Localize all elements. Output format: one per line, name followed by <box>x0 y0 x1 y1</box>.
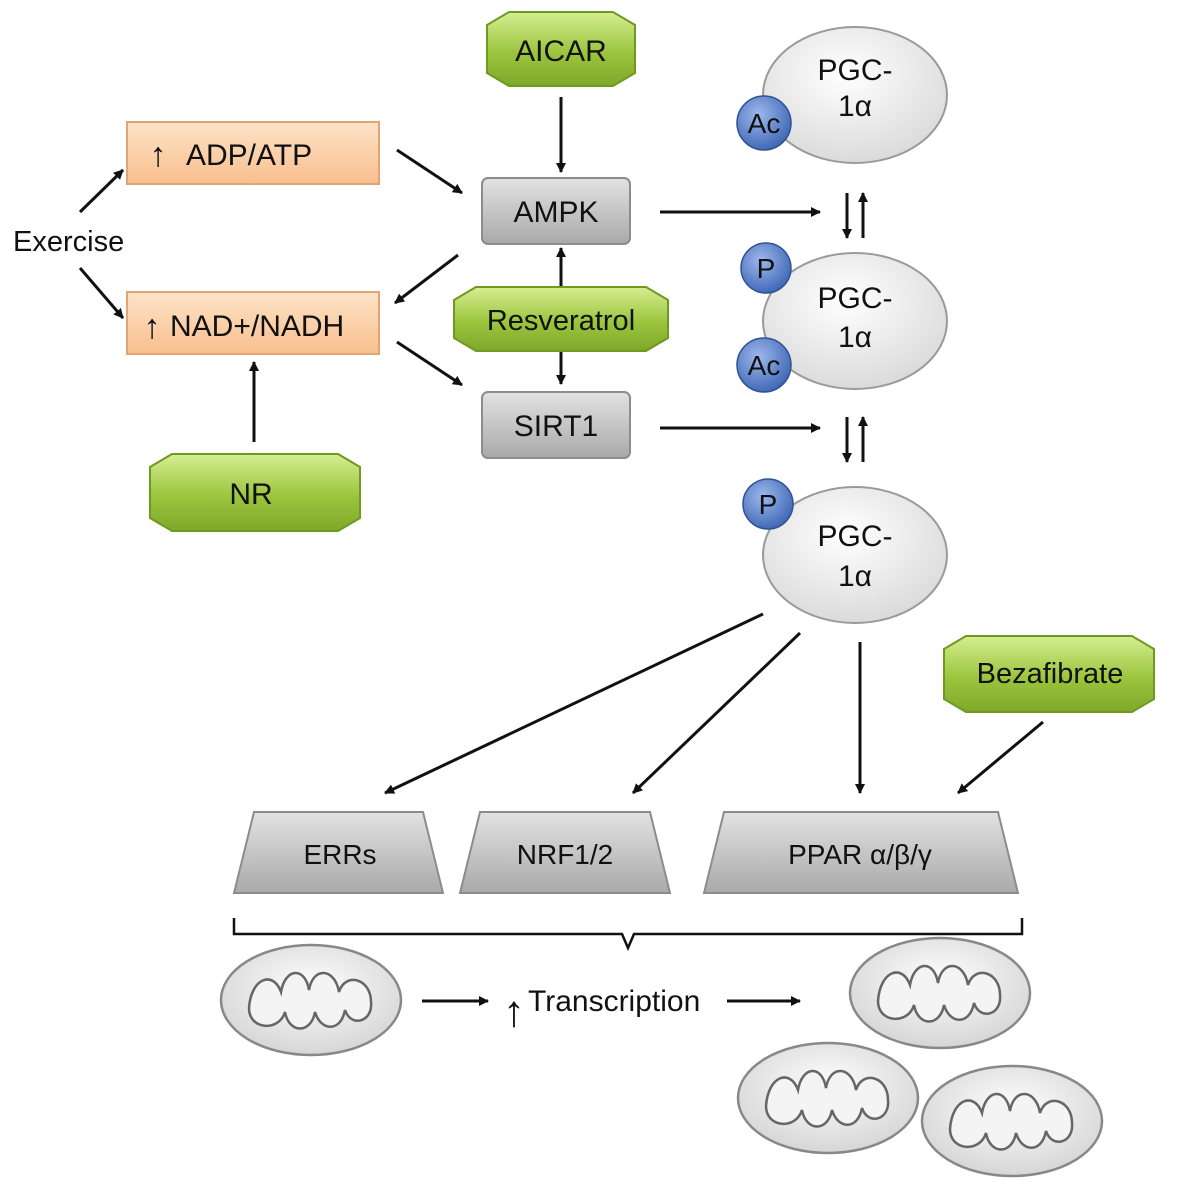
arrow-nad-to-sirt1 <box>396 340 463 387</box>
acetyl-label: Ac <box>748 350 781 381</box>
phospho-label: P <box>759 489 778 520</box>
pgc-2-line1: PGC- <box>818 282 893 315</box>
pgc-1-line1: PGC- <box>818 54 893 87</box>
aicar-label: AICAR <box>515 35 607 68</box>
pgc-3-line2: 1α <box>838 560 872 593</box>
ratio-adp-atp: ↑ ADP/ATP <box>126 121 380 185</box>
resveratrol-label: Resveratrol <box>487 305 635 337</box>
phospho-badge <box>740 242 792 294</box>
arrow-pgc-to-nrf <box>631 631 802 795</box>
sirt1-label: SIRT1 <box>514 410 598 443</box>
transcription-up-arrow: ↑ <box>503 987 525 1036</box>
nad-nadh-label: NAD+/NADH <box>170 310 344 343</box>
acetyl-badge <box>736 337 792 393</box>
factor-errs: ERRs <box>232 811 445 894</box>
arrow-exercise-to-nad <box>78 267 125 319</box>
nad-nadh-up-arrow: ↑ <box>144 308 161 346</box>
nrf-label: NRF1/2 <box>517 839 613 870</box>
factor-nrf: NRF1/2 <box>458 811 672 894</box>
ratio-nad-nadh: ↑ NAD+/NADH <box>126 291 380 355</box>
errs-label: ERRs <box>303 839 376 870</box>
bezafibrate-label: Bezafibrate <box>977 658 1124 690</box>
arrow-exercise-to-adp <box>78 168 125 214</box>
pgc-state-acetylated: PGC- 1α Ac <box>736 26 948 164</box>
mitochondrion-before <box>219 943 403 1057</box>
compound-aicar: AICAR <box>486 11 636 87</box>
pgc-state-acetylated-phosphorylated: PGC- 1α P Ac <box>736 242 948 393</box>
compound-resveratrol: Resveratrol <box>453 286 669 352</box>
pgc-1-line2: 1α <box>838 90 872 123</box>
arrow-ampk-to-nad <box>394 253 459 305</box>
mitochondrion-after-2 <box>736 1041 920 1155</box>
arrows <box>78 97 1044 1006</box>
pgc-state-phosphorylated: PGC- 1α P <box>742 478 948 624</box>
arrow-pgc-to-errs <box>384 612 764 795</box>
acetyl-label: Ac <box>748 108 781 139</box>
nr-label: NR <box>229 478 272 511</box>
phospho-badge <box>742 478 794 530</box>
compound-bezafibrate: Bezafibrate <box>943 635 1155 713</box>
grouping-brace <box>232 918 1024 952</box>
ppar-label: PPAR α/β/γ <box>788 839 932 870</box>
arrow-adp-to-ampk <box>396 148 463 195</box>
enzyme-ampk: AMPK <box>481 177 631 245</box>
pgc-2-line2: 1α <box>838 321 872 354</box>
pgc-3-line1: PGC- <box>818 520 893 553</box>
ampk-label: AMPK <box>513 196 598 229</box>
adp-atp-label: ADP/ATP <box>186 139 312 172</box>
exercise-label: Exercise <box>13 226 124 258</box>
enzyme-sirt1: SIRT1 <box>481 391 631 459</box>
phospho-label: P <box>757 253 776 284</box>
adp-atp-up-arrow: ↑ <box>150 136 167 174</box>
transcription-label: Transcription <box>528 985 700 1018</box>
arrow-bezafibrate-to-ppar <box>957 720 1044 795</box>
mitochondrion-after-1 <box>848 936 1032 1050</box>
compound-nr: NR <box>149 453 361 532</box>
factor-ppar: PPAR α/β/γ <box>702 811 1020 894</box>
acetyl-badge <box>736 95 792 151</box>
mitochondrion-after-3 <box>920 1064 1104 1178</box>
